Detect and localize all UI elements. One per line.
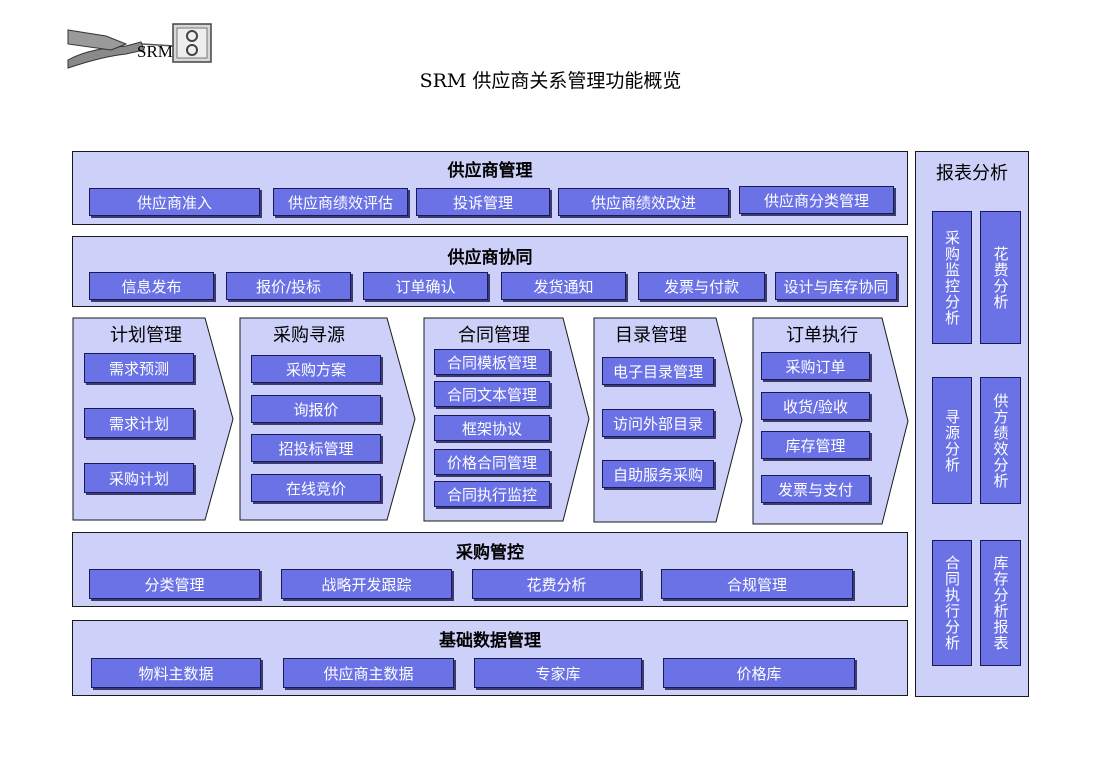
procurement-monitor-analysis-button[interactable]: 采购监控分析 <box>932 211 972 344</box>
supplier-performance-eval-button[interactable]: 供应商绩效评估 <box>273 188 408 216</box>
material-master-button[interactable]: 物料主数据 <box>91 658 261 688</box>
price-library-button[interactable]: 价格库 <box>663 658 855 688</box>
order-confirm-button[interactable]: 订单确认 <box>363 272 488 300</box>
e-catalog-button[interactable]: 电子目录管理 <box>602 357 714 385</box>
framework-agreement-button[interactable]: 框架协议 <box>434 415 550 441</box>
supplier-collaboration-title: 供应商协同 <box>447 248 533 268</box>
procurement-scheme-button[interactable]: 采购方案 <box>251 355 381 383</box>
order-title: 订单执行 <box>786 325 858 346</box>
receiving-button[interactable]: 收货/验收 <box>761 392 870 420</box>
compliance-button[interactable]: 合规管理 <box>661 569 853 599</box>
design-inventory-collab-button[interactable]: 设计与库存协同 <box>775 272 897 300</box>
classification-button[interactable]: 分类管理 <box>89 569 260 599</box>
expert-library-button[interactable]: 专家库 <box>474 658 642 688</box>
supplier-performance-analysis-button[interactable]: 供方绩效分析 <box>980 377 1021 504</box>
spend-analysis-report-button[interactable]: 花费分析 <box>980 211 1021 344</box>
srm-logo <box>67 23 212 69</box>
sourcing-title: 采购寻源 <box>273 325 345 346</box>
price-contract-button[interactable]: 价格合同管理 <box>434 449 550 475</box>
invoice-payment-button[interactable]: 发票与付款 <box>638 272 765 300</box>
tender-management-button[interactable]: 招投标管理 <box>251 434 381 462</box>
demand-plan-button[interactable]: 需求计划 <box>84 408 194 438</box>
procurement-plan-button[interactable]: 采购计划 <box>84 463 194 493</box>
complaint-management-button[interactable]: 投诉管理 <box>416 188 550 216</box>
quote-bid-button[interactable]: 报价/投标 <box>226 272 351 300</box>
online-bidding-button[interactable]: 在线竞价 <box>251 474 381 502</box>
spend-analysis-button[interactable]: 花费分析 <box>472 569 641 599</box>
purchase-order-button[interactable]: 采购订单 <box>761 352 870 380</box>
strategy-tracking-button[interactable]: 战略开发跟踪 <box>281 569 452 599</box>
supplier-classification-button[interactable]: 供应商分类管理 <box>739 186 894 214</box>
external-catalog-button[interactable]: 访问外部目录 <box>602 409 714 437</box>
demand-forecast-button[interactable]: 需求预测 <box>84 353 194 383</box>
master-data-title: 基础数据管理 <box>439 631 541 651</box>
contract-title: 合同管理 <box>458 325 530 346</box>
supplier-performance-improve-button[interactable]: 供应商绩效改进 <box>558 188 729 216</box>
self-service-button[interactable]: 自助服务采购 <box>602 460 714 488</box>
supplier-master-button[interactable]: 供应商主数据 <box>283 658 454 688</box>
rfq-button[interactable]: 询报价 <box>251 395 381 423</box>
contract-text-button[interactable]: 合同文本管理 <box>434 381 550 407</box>
catalog-title: 目录管理 <box>615 325 687 346</box>
contract-execution-analysis-button[interactable]: 合同执行分析 <box>932 540 972 666</box>
sourcing-analysis-button[interactable]: 寻源分析 <box>932 377 972 504</box>
supplier-admission-button[interactable]: 供应商准入 <box>89 188 260 216</box>
info-publish-button[interactable]: 信息发布 <box>89 272 214 300</box>
procurement-control-title: 采购管控 <box>456 543 524 563</box>
inventory-analysis-report-button[interactable]: 库存分析报表 <box>980 540 1021 666</box>
page-title: SRM 供应商关系管理功能概览 <box>419 70 682 92</box>
contract-monitor-button[interactable]: 合同执行监控 <box>434 481 550 507</box>
contract-template-button[interactable]: 合同模板管理 <box>434 349 550 375</box>
inventory-management-button[interactable]: 库存管理 <box>761 431 870 459</box>
logo-text: SRM <box>137 42 173 61</box>
invoice-pay-button[interactable]: 发票与支付 <box>761 475 870 503</box>
shipping-notice-button[interactable]: 发货通知 <box>501 272 626 300</box>
planning-title: 计划管理 <box>110 325 182 346</box>
reports-title: 报表分析 <box>936 163 1008 184</box>
supplier-management-title: 供应商管理 <box>447 161 533 181</box>
